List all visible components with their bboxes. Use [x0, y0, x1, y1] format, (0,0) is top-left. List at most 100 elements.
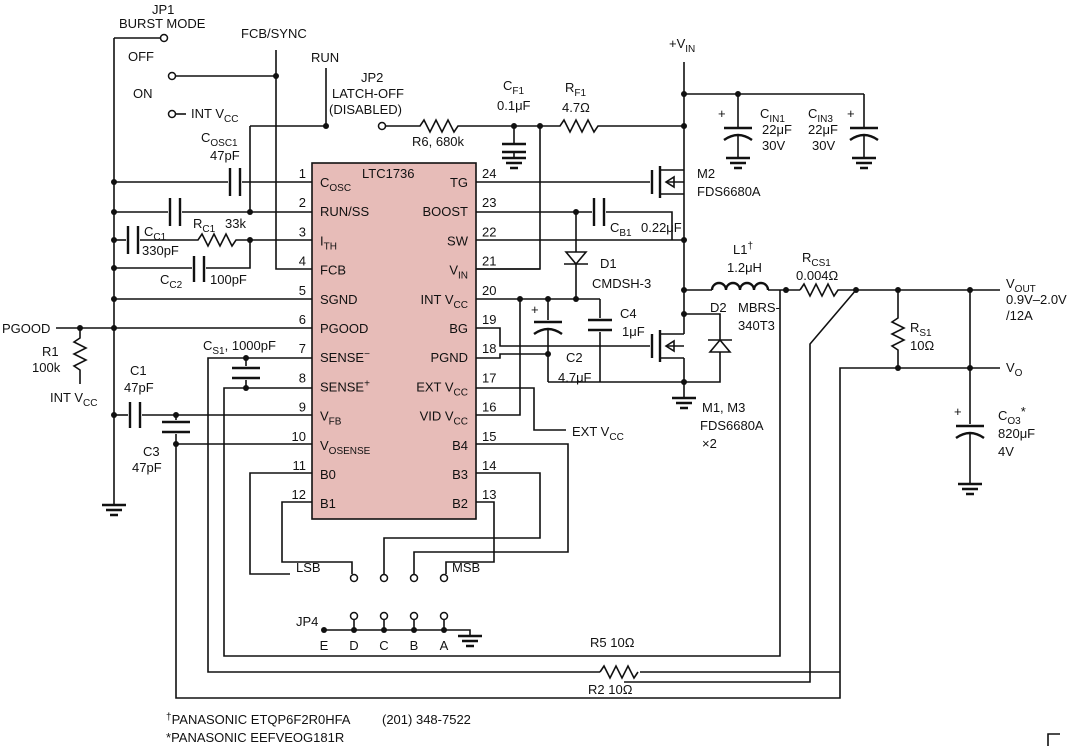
ic-pin-number: 5: [299, 283, 306, 298]
footnote-1: †PANASONIC ETQP6F2R0HFA: [166, 712, 351, 727]
rf1-name: RF1: [565, 80, 586, 99]
l1-name: L1†: [733, 241, 753, 257]
r1-name: R1: [42, 344, 59, 359]
c4-value: 1μF: [622, 324, 645, 339]
ic-pin-number: 18: [482, 341, 496, 356]
ic-pin-number: 10: [292, 429, 306, 444]
ic-pin-number: 22: [482, 224, 496, 239]
c3-name: C3: [143, 444, 160, 459]
ic-pin-name: EXT VCC: [416, 379, 468, 398]
c4-name: C4: [620, 306, 637, 321]
cf1-name: CF1: [503, 78, 524, 97]
ic-pin-number: 15: [482, 429, 496, 444]
m1m3-name: M1, M3: [702, 400, 745, 415]
ic-pin-number: 6: [299, 312, 306, 327]
cin1-value: 22μF: [762, 122, 792, 137]
ic-pin-name: SENSE+: [320, 378, 370, 394]
m1m3-count: ×2: [702, 436, 717, 451]
ic-pin-number: 16: [482, 400, 496, 415]
co3-voltage: 4V: [998, 444, 1014, 459]
ic-pin-number: 20: [482, 283, 496, 298]
c1-name: C1: [130, 363, 147, 378]
ic-pin-name: B2: [452, 496, 468, 511]
jp4-title: JP4: [296, 614, 318, 629]
ic-pin-number: 8: [299, 370, 306, 385]
vin-label: +VIN: [669, 36, 695, 55]
d2-part1: MBRS-: [738, 300, 780, 315]
ic-pin-number: 13: [482, 487, 496, 502]
ic-pin-name: SENSE−: [320, 349, 370, 365]
jp4-label: C: [379, 638, 388, 653]
ic-pin-number: 2: [299, 195, 306, 210]
jp1-intvcc: INT VCC: [191, 106, 238, 125]
cin3-value: 22μF: [808, 122, 838, 137]
d1-name: D1: [600, 256, 617, 271]
ic-pin-name: B1: [320, 496, 336, 511]
jp1-title: JP1: [152, 2, 174, 17]
pgood-label: PGOOD: [2, 321, 50, 336]
ic-pin-number: 4: [299, 254, 306, 269]
ic-pin-name: BOOST: [422, 204, 468, 219]
ic-pin-number: 3: [299, 224, 306, 239]
footnote-2: *PANASONIC EEFVEOG181R: [166, 730, 344, 745]
cc2-value: 100pF: [210, 272, 247, 287]
rcs1-name: RCS1: [802, 250, 831, 269]
ic-pin-name: SGND: [320, 292, 358, 307]
vout-name: VOUT: [1006, 276, 1036, 295]
cin1-name: CIN1: [760, 106, 785, 125]
cin3-name: CIN3: [808, 106, 833, 125]
m2-name: M2: [697, 166, 715, 181]
jumper-pin: [379, 611, 389, 621]
ic-pin-number: 19: [482, 312, 496, 327]
ic-pin-name: ITH: [320, 233, 337, 252]
ic-pin-name: VFB: [320, 409, 342, 428]
ic-body: [311, 162, 477, 520]
d2-name: D2: [710, 300, 727, 315]
d2-part2: 340T3: [738, 318, 775, 333]
cb1-value: 0.22μF: [641, 220, 682, 235]
cin3-plus: +: [847, 106, 855, 121]
rs1-value: 10Ω: [910, 338, 934, 353]
fcb-sync-label: FCB/SYNC: [241, 26, 307, 41]
m1m3-part: FDS6680A: [700, 418, 764, 433]
jp4-label: B: [410, 638, 419, 653]
jp4-label: A: [440, 638, 449, 653]
jumper-pin: [349, 611, 359, 621]
ic-pin-name: VIN: [449, 263, 468, 282]
ic-pin-number: 23: [482, 195, 496, 210]
ic-pin-number: 1: [299, 166, 306, 181]
ic-pin-number: 7: [299, 341, 306, 356]
ic-pin-name: VID VCC: [420, 409, 468, 428]
d1-part: CMDSH-3: [592, 276, 651, 291]
cc2-name: CC2: [160, 272, 183, 291]
jp2-line1: LATCH-OFF: [332, 86, 404, 101]
jp1-on: ON: [133, 86, 153, 101]
ic-pin-number: 24: [482, 166, 496, 181]
cosc1-value: 47pF: [210, 148, 240, 163]
r6-label: R6, 680k: [412, 134, 465, 149]
ic-pin-name: B0: [320, 467, 336, 482]
ic-pin-number: 11: [293, 458, 307, 473]
ic-pin-name: COSC: [320, 175, 351, 194]
rcs1-value: 0.004Ω: [796, 268, 839, 283]
ic-pin-name: TG: [450, 175, 468, 190]
ic-pin-name: B4: [452, 438, 468, 453]
co3-plus: +: [954, 404, 962, 419]
vout-current: /12A: [1006, 308, 1033, 323]
ic-pin-number: 9: [299, 400, 306, 415]
rf1-value: 4.7Ω: [562, 100, 590, 115]
r2-label: R2 10Ω: [588, 682, 633, 697]
jp1-mode: BURST MODE: [119, 16, 206, 31]
ic-pin-number: 14: [482, 458, 496, 473]
ic-name: LTC1736: [362, 166, 415, 181]
jp4-label: E: [320, 638, 329, 653]
cc1-name: CC1: [144, 224, 167, 243]
ic-pin-name: SW: [447, 233, 469, 248]
c3-value: 47pF: [132, 460, 162, 475]
rc1-value: 33k: [225, 216, 246, 231]
r1-value: 100k: [32, 360, 61, 375]
ic-pins: 1COSC2RUN/SS3ITH4FCB5SGND6PGOOD7SENSE−8S…: [292, 166, 497, 511]
ic-pin-name: FCB: [320, 263, 346, 278]
